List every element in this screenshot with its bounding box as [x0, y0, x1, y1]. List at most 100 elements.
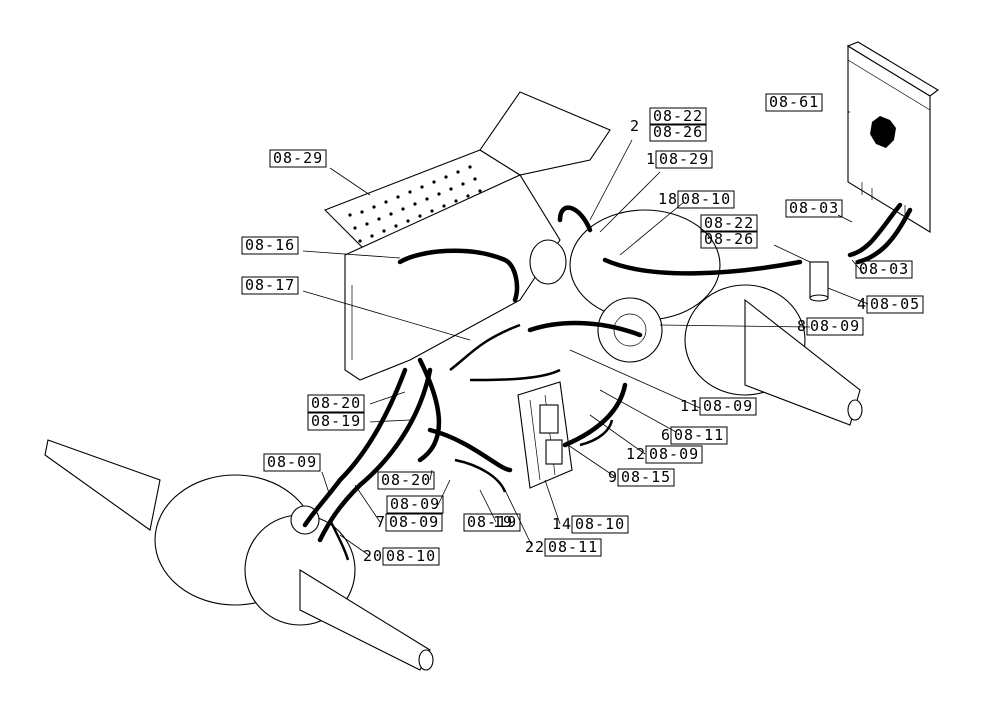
- section-code: 08-11: [674, 426, 724, 444]
- section-code-box: [463, 513, 521, 532]
- callout-ref-number: 20: [363, 547, 383, 565]
- callout-ref-number: 7: [376, 513, 386, 531]
- section-code-box: [649, 107, 707, 126]
- callout-c-08-09a: 08-09: [263, 453, 321, 472]
- callout-ref-number: 2: [630, 117, 640, 135]
- section-code-box: [307, 394, 365, 413]
- section-code-box: [670, 426, 728, 445]
- section-code-box: [385, 513, 443, 532]
- callout-c-08-29a: 08-29: [269, 149, 327, 168]
- callout-c-08-17: 08-17: [241, 276, 299, 295]
- section-code-box: [617, 468, 675, 487]
- section-code: 08-20: [311, 394, 361, 412]
- callout-ref-number: 22: [525, 538, 545, 556]
- section-code-box: [307, 412, 365, 431]
- leader-lines: [302, 111, 869, 557]
- callout-ref-number: 18: [658, 190, 678, 208]
- hoses: [302, 202, 913, 561]
- callout-c-08-20b: 08-20: [377, 471, 435, 490]
- callout-ref-number: 1: [646, 150, 656, 168]
- callout-ref-number: 4: [857, 295, 867, 313]
- section-code: 08-09: [810, 317, 860, 335]
- section-code-box: [241, 236, 299, 255]
- section-code: 08-29: [659, 150, 709, 168]
- callout-c-08-61: 08-61: [765, 93, 823, 112]
- callout-c-08-26b: 08-26: [700, 230, 758, 249]
- section-code: 08-19: [467, 513, 517, 531]
- section-code: 08-09: [267, 453, 317, 471]
- callout-c-08-19a: 08-19: [307, 412, 365, 431]
- section-code: 08-29: [273, 149, 323, 167]
- section-code: 08-09: [649, 445, 699, 463]
- section-code-box: [263, 453, 321, 472]
- section-code-box: [241, 276, 299, 295]
- callout-c-08-16: 08-16: [241, 236, 299, 255]
- section-code-box: [571, 515, 629, 534]
- callout-c-08-22b: 08-22: [700, 214, 758, 233]
- section-code-box: [806, 317, 864, 336]
- section-code-box: [699, 397, 757, 416]
- callout-ref-number: 8: [797, 317, 807, 335]
- section-code-box: [544, 538, 602, 557]
- callout-ref-number: 9: [608, 468, 618, 486]
- callout-c-08-19b: 08-19: [463, 513, 521, 532]
- section-code: 08-17: [245, 276, 295, 294]
- callout-ref-number: 6: [661, 426, 671, 444]
- section-code-box: [765, 93, 823, 112]
- engine-hood: [324, 91, 611, 381]
- front-axle: [44, 439, 434, 671]
- callout-c-08-09b: 08-09: [386, 495, 444, 514]
- callout-c-08-22a: 08-22: [649, 107, 707, 126]
- section-code-box: [785, 199, 843, 218]
- callout-c-08-03a: 08-03: [785, 199, 843, 218]
- section-code-box: [382, 547, 440, 566]
- section-code-box: [645, 445, 703, 464]
- section-code: 08-22: [704, 214, 754, 232]
- callout-c-19: 19: [493, 513, 513, 531]
- section-code-box: [377, 471, 435, 490]
- section-code: 08-22: [653, 107, 703, 125]
- section-code: 08-10: [681, 190, 731, 208]
- callout-c-08-20a: 08-20: [307, 394, 365, 413]
- section-code-box: [649, 123, 707, 142]
- section-code-box: [677, 190, 735, 209]
- section-code: 08-11: [548, 538, 598, 556]
- section-code: 08-10: [575, 515, 625, 533]
- section-code: 08-09: [389, 513, 439, 531]
- rear-axle: [529, 209, 863, 426]
- callout-ref-number: 11: [680, 397, 700, 415]
- section-code: 08-10: [386, 547, 436, 565]
- section-code: 08-15: [621, 468, 671, 486]
- section-code-box: [855, 260, 913, 279]
- filter: [809, 261, 829, 302]
- callout-ref-number: 19: [493, 513, 513, 531]
- callout-c-08-26a: 08-26: [649, 123, 707, 142]
- section-code: 08-20: [381, 471, 431, 489]
- section-code: 08-05: [870, 295, 920, 313]
- callout-ref-number: 12: [626, 445, 646, 463]
- section-code: 08-03: [789, 199, 839, 217]
- oil-cooler: [846, 41, 939, 233]
- callout-c-2: 2: [630, 117, 640, 135]
- section-code: 08-61: [769, 93, 819, 111]
- callout-ref-number: 14: [552, 515, 572, 533]
- section-code: 08-26: [653, 123, 703, 141]
- control-valve-block: [517, 381, 573, 489]
- section-code-box: [386, 495, 444, 514]
- section-code-box: [700, 214, 758, 233]
- section-code: 08-16: [245, 236, 295, 254]
- section-code: 08-09: [703, 397, 753, 415]
- callout-c-08-03b: 08-03: [855, 260, 913, 279]
- section-code: 08-09: [390, 495, 440, 513]
